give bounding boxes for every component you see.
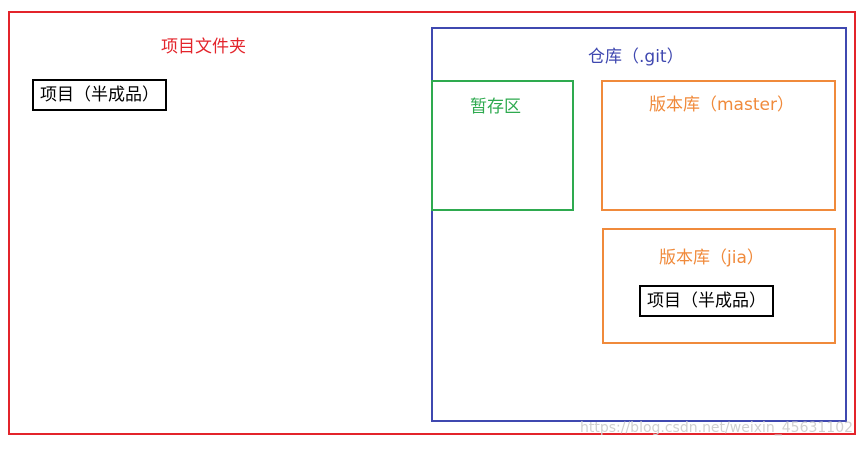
repository-box [431,27,847,422]
watermark: https://blog.csdn.net/weixin_45631102 [580,420,854,436]
repo-jia-label: 版本库（jia） [659,248,764,268]
repository-label: 仓库（.git） [588,47,684,67]
project-folder-label: 项目文件夹 [161,37,246,57]
repo-master-label: 版本库（master） [649,95,794,115]
staging-area-box [431,80,574,211]
project-item-jia: 项目（半成品） [639,285,774,317]
repo-jia-box [602,228,836,344]
staging-area-label: 暂存区 [470,97,521,117]
project-folder-box [8,11,856,435]
project-item-left: 项目（半成品） [32,79,167,111]
repo-master-box [601,80,836,211]
